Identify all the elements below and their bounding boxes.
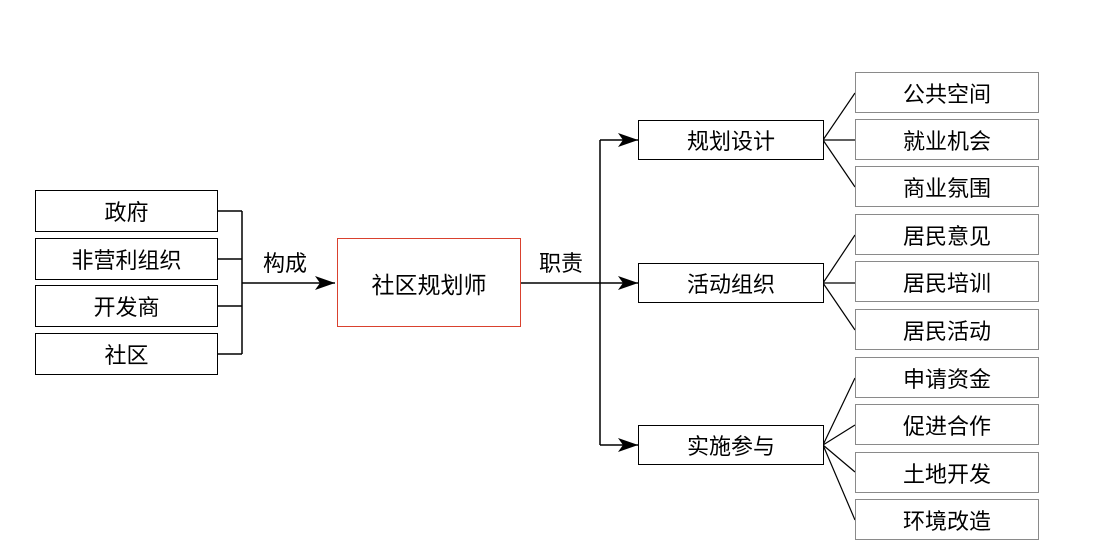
item-commercial-atmosphere: 商业氛围 bbox=[855, 166, 1039, 207]
composition-item-government: 政府 bbox=[35, 190, 218, 232]
center-node-community-planner: 社区规划师 bbox=[337, 238, 521, 327]
activity-organization-fan bbox=[822, 234, 856, 331]
item-apply-funding: 申请资金 bbox=[855, 357, 1039, 398]
responsibility-edge-label: 职责 bbox=[539, 252, 584, 277]
item-resident-training: 居民培训 bbox=[855, 261, 1039, 302]
item-land-development: 土地开发 bbox=[855, 452, 1039, 493]
group-implementation: 实施参与 bbox=[638, 425, 824, 465]
item-resident-opinions: 居民意见 bbox=[855, 214, 1039, 255]
composition-item-community: 社区 bbox=[35, 333, 218, 375]
group-activity-organization: 活动组织 bbox=[638, 263, 824, 303]
composition-item-developer: 开发商 bbox=[35, 285, 218, 327]
composition-bracket bbox=[217, 210, 243, 355]
item-promote-cooperation: 促进合作 bbox=[855, 404, 1039, 445]
composition-edge-label: 构成 bbox=[263, 252, 308, 277]
item-employment: 就业机会 bbox=[855, 119, 1039, 160]
responsibility-trunk bbox=[520, 140, 601, 445]
composition-item-nonprofit: 非营利组织 bbox=[35, 238, 218, 280]
item-environment-renovation: 环境改造 bbox=[855, 499, 1039, 540]
group-planning-design: 规划设计 bbox=[638, 120, 824, 160]
item-public-space: 公共空间 bbox=[855, 72, 1039, 113]
implementation-fan bbox=[822, 377, 856, 521]
planning-design-fan bbox=[822, 92, 856, 188]
item-resident-activities: 居民活动 bbox=[855, 309, 1039, 350]
